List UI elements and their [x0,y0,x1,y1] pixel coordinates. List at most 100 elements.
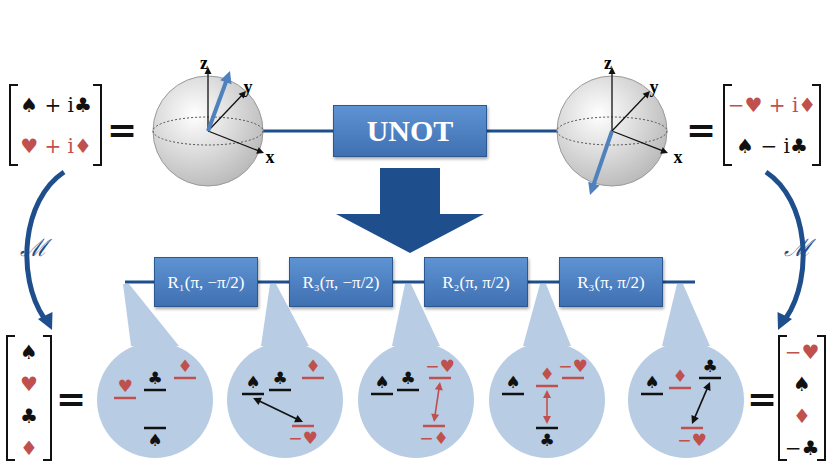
connector-wire [258,281,289,284]
energy-level [641,393,663,396]
arrow-head [588,182,599,195]
level-symbol: ♦ [305,358,320,375]
gate-box: R₃(π, π/2) [559,257,663,307]
level-symbol: ♦ [539,366,554,383]
callout-circle [227,342,343,458]
arrow-head [691,415,698,424]
gate-label: R₁(π, −π/2) [167,274,244,291]
callout-circle [628,342,744,458]
arrow-head [256,147,264,154]
gate-label: UNOT [367,116,454,146]
sphere-axis [612,95,646,131]
level-diagram-circle: ♠♣♦−♥ [227,342,343,458]
level-symbol: −♦ [419,430,448,447]
level-symbol: ♠ [147,432,162,449]
level-symbol: −♥ [425,358,454,375]
axis-label: x [266,148,275,166]
decomposition-arrow [336,168,484,253]
level-symbol: ♦ [672,368,687,385]
energy-level [269,389,291,392]
energy-level [292,425,314,428]
axis-label: y [650,78,659,96]
level-symbol: −♥ [558,358,587,375]
arrow-head [253,398,262,405]
level-diagram-circle: ♠♦−♥♣ [489,342,605,458]
vector-entry: ♥ [20,374,38,394]
connector-wire [528,281,559,284]
matrix-bracket [93,85,101,165]
vector-entry: −♥ [785,342,820,362]
matrix-bracket [7,336,15,460]
mapping-symbol: ℳ [784,236,812,260]
bloch-sphere: z y x [537,56,687,206]
level-diagram-circle: ♠ ♣ −♥ −♦ [358,342,474,458]
energy-level [502,393,524,396]
vector-entry: ♣ [20,406,38,426]
energy-level [371,393,393,396]
sphere-graphic [133,56,283,206]
mapping-symbol: ℳ [20,236,48,260]
arrow-head [543,416,551,424]
transition-arrow [435,388,439,415]
gate-box: UNOT [333,105,487,157]
gate-label: R₃(π, −π/2) [302,274,379,291]
energy-level [562,377,584,380]
level-symbol: ♥ [117,378,132,395]
equals-sign: = [56,380,86,416]
vector-entry: −♥ + i♦ [728,95,817,115]
gate-label: R₃(π, π/2) [577,274,644,291]
vector-entry: ♠ + i♣ [20,95,92,115]
equals-sign: = [747,380,777,416]
sphere-axis [611,73,612,131]
matrix-bracket [10,85,18,165]
transition-arrow [546,396,548,417]
energy-level [423,425,445,428]
sphere-axis [208,131,259,151]
callout-pointer [662,284,710,346]
transition-arrow [695,388,708,418]
energy-level [174,377,196,380]
energy-level [397,389,419,392]
arrow-head [643,91,650,98]
energy-level [681,427,703,430]
axis-label: z [604,54,612,72]
energy-level [699,377,721,380]
gate-box: R₁(π, −π/2) [154,257,258,307]
connector-wire [263,130,333,133]
level-symbol: ♠ [245,374,260,391]
vector-entry: ♦ [20,438,38,458]
energy-level [242,393,264,396]
axis-label: y [244,78,253,96]
level-symbol: ♦ [177,358,192,375]
equals-sign: = [107,111,137,147]
level-symbol: ♣ [400,370,415,387]
level-symbol: ♣ [702,358,717,375]
sphere-axis [207,73,208,131]
vector-entry: ♦ [793,406,811,426]
level-symbol: ♠ [374,374,389,391]
axis-label: x [674,148,683,166]
matrix-bracket [43,336,51,460]
callout-circle [97,342,213,458]
connector-wire [393,281,424,284]
state-vector [208,80,227,131]
gate-box: R₃(π, −π/2) [289,257,393,307]
energy-level [144,427,166,430]
level-symbol: ♠ [644,374,659,391]
axis-label: z [200,54,208,72]
level-symbol: ♣ [272,370,287,387]
vector-entry: ♠ [20,342,38,362]
sphere-axis [612,131,663,151]
equals-sign: = [686,111,716,147]
callout-graphic [358,342,474,458]
vector-entry: ♥ + i♦ [20,136,92,156]
callout-graphic [227,342,343,458]
level-symbol: ♣ [539,432,554,449]
vector-entry: ♠ [793,374,811,394]
arrow-head [703,382,710,391]
arrow-head [660,147,668,154]
arrow-head [294,415,303,422]
bloch-sphere: z y x [133,56,283,206]
level-symbol: ♣ [147,370,162,387]
energy-level [144,389,166,392]
